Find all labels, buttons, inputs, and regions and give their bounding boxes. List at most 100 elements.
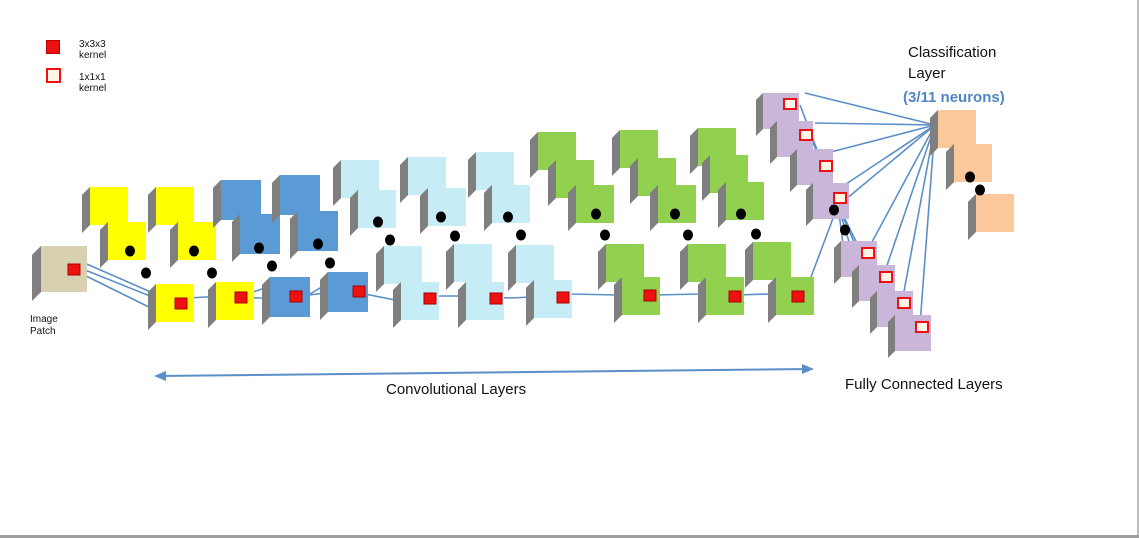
yellow-cube-4-side: [170, 222, 178, 268]
green-cube-12-face: [753, 242, 791, 280]
green-cube-12: [745, 242, 791, 288]
fc-cube-3-kernel-1x1x1: [819, 160, 833, 172]
span-arrows: [154, 364, 814, 381]
green-cube-6: [650, 185, 696, 231]
yellow-cube-3-face: [156, 187, 194, 225]
dot-blue-b: [267, 260, 277, 272]
fc-top-to-class-line-0: [804, 92, 936, 126]
green-cube-2-side: [548, 160, 556, 206]
green-cube-10-side: [598, 244, 606, 290]
light-blue-cube-5-face: [476, 152, 514, 190]
green-cube-10-face: [606, 244, 644, 282]
green-cube-14: [698, 277, 744, 323]
green-cube-9-side: [718, 182, 726, 228]
yellow-cube-4: [170, 222, 216, 268]
light-blue-cube-7-face: [384, 246, 422, 284]
yellow-cube-5-side: [148, 284, 156, 330]
light-blue-cube-11-side: [458, 282, 466, 328]
light-blue-cube-10: [393, 282, 439, 328]
blue-cube-1-side: [213, 180, 221, 228]
dot-green-f: [751, 228, 761, 240]
fc-cube-7-side: [870, 291, 877, 334]
dot-fc-a: [829, 204, 839, 216]
image-patch-cube-kernel-3x3x3: [67, 263, 81, 276]
light-blue-cube-10-kernel-3x3x3: [423, 292, 437, 305]
dot-yellow-c: [189, 245, 199, 257]
light-blue-cube-8: [446, 244, 492, 290]
green-cube-15: [768, 277, 814, 323]
green-cube-1-side: [530, 132, 538, 178]
light-blue-cube-6-side: [484, 185, 492, 231]
conv-span-arrowhead-left: [154, 371, 166, 381]
class-cube-3-face: [976, 194, 1014, 232]
dot-class-a: [965, 171, 975, 183]
yellow-cube-5: [148, 284, 194, 330]
light-blue-cube-12-kernel-3x3x3: [556, 291, 570, 304]
light-blue-cube-2-side: [350, 190, 358, 236]
fc-cube-2-side: [770, 121, 777, 164]
yellow-cube-6-side: [208, 282, 216, 328]
green-cube-9: [718, 182, 764, 228]
blue-cube-5: [262, 277, 310, 325]
blue-cube-4: [290, 211, 338, 259]
fc-cube-6-kernel-1x1x1: [879, 271, 893, 283]
fc-cube-1-side: [756, 93, 763, 136]
dot-blue-a: [254, 242, 264, 254]
green-cube-14-side: [698, 277, 706, 323]
green-cube-3: [568, 185, 614, 231]
blue-cube-6: [320, 272, 368, 320]
blue-cube-4-side: [290, 211, 298, 259]
fc-top-to-class-line-1: [814, 122, 936, 126]
dot-blue-d: [325, 257, 335, 269]
legend-1x1x1-swatch: [46, 68, 61, 83]
green-cube-15-side: [768, 277, 776, 323]
image-patch-cube-side: [32, 246, 41, 301]
yellow-cube-1-face: [90, 187, 128, 225]
convolutional-layers-label: Convolutional Layers: [386, 381, 527, 398]
neurons-count-label: (3/11 neurons): [903, 89, 1005, 106]
blue-cube-6-kernel-3x3x3: [352, 285, 366, 298]
yellow-cube-1: [82, 187, 128, 233]
fc-cube-5-side: [834, 241, 841, 284]
class-cube-1: [930, 110, 976, 156]
green-cube-13-kernel-3x3x3: [643, 289, 657, 302]
fc-cube-8: [888, 315, 931, 358]
green-cube-5-side: [630, 158, 638, 204]
dot-green-b: [600, 229, 610, 241]
light-blue-cube-2: [350, 190, 396, 236]
light-blue-cube-9-face: [516, 245, 554, 283]
patch-to-yellow-line-b: [83, 274, 156, 311]
class-cube-2: [946, 144, 992, 190]
dot-lb-a: [373, 216, 383, 228]
green-cube-4-side: [612, 130, 620, 176]
light-blue-cube-11: [458, 282, 504, 328]
green-cube-11-face: [688, 244, 726, 282]
dot-lb-b: [385, 234, 395, 246]
light-blue-cube-10-side: [393, 282, 401, 328]
green-cube-15-kernel-3x3x3: [791, 290, 805, 303]
light-blue-cube-8-face: [454, 244, 492, 282]
dot-lb-e: [503, 211, 513, 223]
dot-green-e: [736, 208, 746, 220]
green-cube-7-side: [690, 128, 698, 174]
legend-1x1x1-label: 1x1x1 kernel: [79, 72, 107, 94]
green-cube-12-side: [745, 242, 753, 288]
yellow-cube-5-kernel-3x3x3: [174, 297, 188, 310]
fc-cube-1-kernel-1x1x1: [783, 98, 797, 110]
blue-cube-3-side: [272, 175, 280, 223]
light-blue-cube-8-side: [446, 244, 454, 290]
fc-top-to-class-line-2: [826, 124, 936, 154]
class-cube-3-side: [968, 194, 976, 240]
dot-green-d: [683, 229, 693, 241]
fc-cube-3-side: [790, 149, 797, 192]
frame-right-edge: [1137, 0, 1139, 538]
dot-lb-f: [516, 229, 526, 241]
dot-yellow-a: [125, 245, 135, 257]
green-cube-13-side: [614, 277, 622, 323]
yellow-cube-2: [100, 222, 146, 268]
dot-yellow-b: [141, 267, 151, 279]
light-blue-cube-4-face: [428, 188, 466, 226]
yellow-cube-3: [148, 187, 194, 233]
conv-span-arrow-line: [155, 368, 813, 377]
fc-cube-2-kernel-1x1x1: [799, 129, 813, 141]
